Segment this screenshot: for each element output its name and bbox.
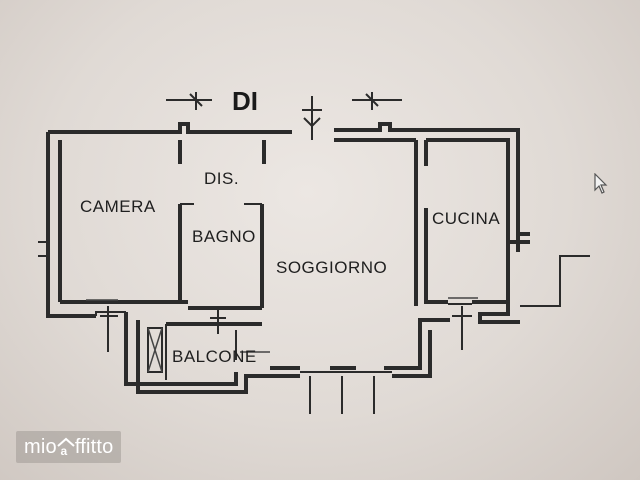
openings (86, 297, 478, 414)
room-label-dis: DIS. (204, 169, 239, 188)
house-a-logo-icon: a (57, 437, 75, 457)
room-label-bagno: BAGNO (192, 227, 256, 246)
svg-text:a: a (60, 444, 67, 457)
balcone-railing (147, 327, 163, 373)
room-label-camera: CAMERA (80, 197, 156, 216)
room-label-cucina: CUCINA (432, 209, 500, 228)
room-label-soggiorno: SOGGIORNO (276, 258, 387, 277)
interior-walls (95, 140, 508, 394)
watermark-suffix: ffitto (74, 435, 114, 458)
room-label-balcone: BALCONE (172, 347, 257, 366)
mioaffitto-watermark: mio a ffitto (16, 431, 122, 463)
section-label: DI (232, 86, 258, 116)
mouse-pointer-icon (594, 173, 608, 194)
watermark-prefix: mio (24, 435, 57, 458)
outer-walls (38, 122, 590, 324)
section-markers (166, 92, 402, 140)
